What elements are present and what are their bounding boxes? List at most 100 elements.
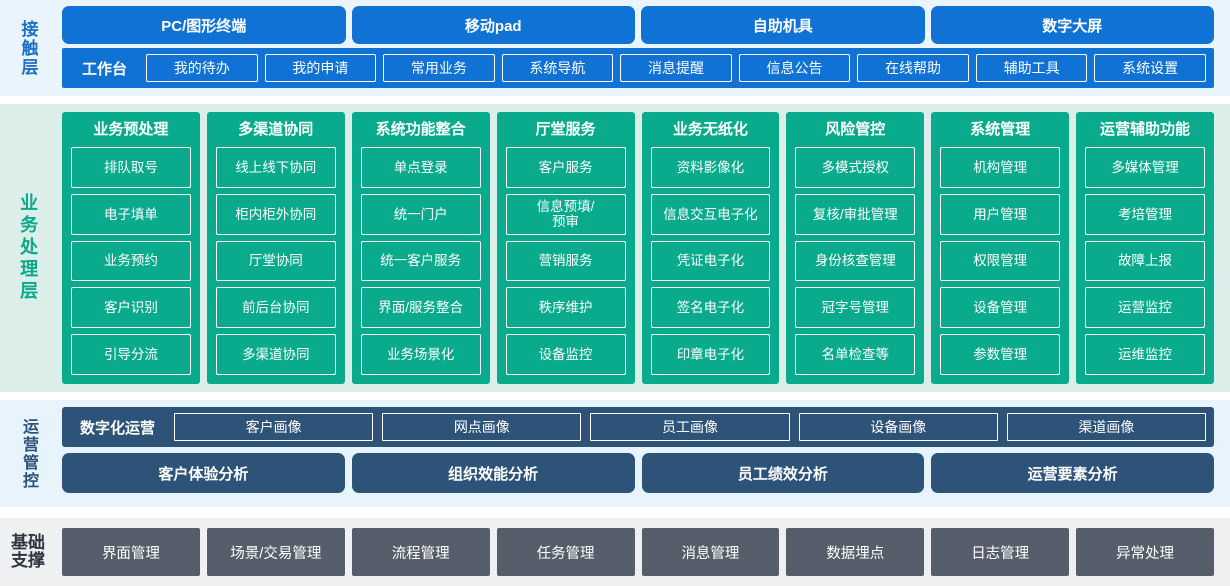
analysis-chip-organization-efficiency[interactable]: 组织效能分析: [351, 453, 635, 493]
business-item[interactable]: 柜内柜外协同: [215, 193, 336, 235]
business-item[interactable]: 签名电子化: [650, 287, 771, 329]
channel-chip-mobile-pad[interactable]: 移动pad: [351, 6, 635, 44]
portrait-chip-branch[interactable]: 网点画像: [382, 413, 582, 441]
analysis-chip-customer-experience[interactable]: 客户体验分析: [62, 453, 345, 493]
portrait-chip-customer[interactable]: 客户画像: [174, 413, 374, 441]
business-item[interactable]: 排队取号: [71, 147, 191, 188]
business-item[interactable]: 设备监控: [505, 334, 626, 375]
business-item[interactable]: 冠字号管理: [795, 287, 916, 329]
business-item[interactable]: 统一门户: [360, 193, 481, 235]
business-item[interactable]: 名单检查等: [795, 334, 916, 375]
analysis-row: 客户体验分析 组织效能分析 员工绩效分析 运营要素分析: [62, 453, 1214, 493]
workbench-item-my-todo[interactable]: 我的待办: [146, 54, 258, 82]
business-item[interactable]: 引导分流: [71, 334, 191, 375]
business-item[interactable]: 信息交互电子化: [650, 193, 771, 235]
business-item[interactable]: 统一客户服务: [360, 240, 481, 282]
business-item[interactable]: 印章电子化: [650, 334, 771, 375]
foundation-chip-process-management[interactable]: 流程管理: [351, 528, 490, 576]
business-column-paperless: 业务无纸化 资料影像化 信息交互电子化 凭证电子化 签名电子化 印章电子化: [641, 112, 780, 384]
digital-operations-title: 数字化运营: [80, 419, 156, 437]
business-item[interactable]: 运维监控: [1085, 334, 1205, 375]
business-item[interactable]: 资料影像化: [650, 147, 771, 188]
business-item[interactable]: 设备管理: [940, 287, 1061, 329]
business-item[interactable]: 运营监控: [1085, 287, 1205, 329]
business-item[interactable]: 秩序维护: [505, 287, 626, 329]
workbench-item-aux-tools[interactable]: 辅助工具: [975, 54, 1088, 82]
business-item[interactable]: 多渠道协同: [215, 334, 336, 375]
foundation-chip-scenario-transaction[interactable]: 场景/交易管理: [206, 528, 345, 576]
layer-business: 业务处理层 业务预处理 排队取号 电子填单 业务预约 客户识别 引导分流 多渠道…: [0, 104, 1230, 392]
layer-contact: 接触层 PC/图形终端 移动pad 自助机具 数字大屏 工作台 我的待办 我的申…: [0, 0, 1230, 96]
layer-business-label: 业务处理层: [18, 193, 39, 303]
foundation-chip-data-tracking[interactable]: 数据埋点: [786, 528, 925, 576]
business-item[interactable]: 机构管理: [940, 147, 1061, 188]
business-item[interactable]: 身份核查管理: [795, 240, 916, 282]
foundation-chip-exception-handling[interactable]: 异常处理: [1076, 528, 1214, 576]
channel-chip-self-service[interactable]: 自助机具: [641, 6, 925, 44]
business-item[interactable]: 考培管理: [1085, 193, 1205, 235]
workbench-item-my-application[interactable]: 我的申请: [264, 54, 377, 82]
business-item[interactable]: 参数管理: [940, 334, 1061, 375]
layer-operations: 运营管控 数字化运营 客户画像 网点画像 员工画像 设备画像 渠道画像 客户体验…: [0, 400, 1230, 507]
business-column-system-integration: 系统功能整合 单点登录 统一门户 统一客户服务 界面/服务整合 业务场景化: [351, 112, 490, 384]
workbench-item-common-business[interactable]: 常用业务: [383, 54, 495, 82]
business-item[interactable]: 凭证电子化: [650, 240, 771, 282]
business-column-title: 业务无纸化: [672, 121, 748, 138]
workbench-item-system-settings[interactable]: 系统设置: [1094, 54, 1206, 82]
business-item[interactable]: 业务预约: [71, 240, 191, 282]
business-column-lobby-service: 厅堂服务 客户服务 信息预填/ 预审 营销服务 秩序维护 设备监控: [496, 112, 635, 384]
business-item[interactable]: 用户管理: [940, 193, 1061, 235]
business-item[interactable]: 前后台协同: [215, 287, 336, 329]
business-columns: 业务预处理 排队取号 电子填单 业务预约 客户识别 引导分流 多渠道协同 线上线…: [62, 112, 1214, 384]
foundation-chip-task-management[interactable]: 任务管理: [496, 528, 635, 576]
layer-business-body: 业务预处理 排队取号 电子填单 业务预约 客户识别 引导分流 多渠道协同 线上线…: [56, 104, 1230, 392]
business-item[interactable]: 营销服务: [505, 240, 626, 282]
business-column-pre-processing: 业务预处理 排队取号 电子填单 业务预约 客户识别 引导分流: [62, 112, 200, 384]
layer-operations-label: 运营管控: [19, 417, 37, 490]
business-column-system-management: 系统管理 机构管理 用户管理 权限管理 设备管理 参数管理: [931, 112, 1070, 384]
foundation-row: 界面管理 场景/交易管理 流程管理 任务管理 消息管理 数据埋点 日志管理 异常…: [62, 528, 1214, 576]
business-item[interactable]: 信息预填/ 预审: [505, 193, 626, 235]
business-item[interactable]: 厅堂协同: [215, 240, 336, 282]
workbench-item-message-reminder[interactable]: 消息提醒: [620, 54, 732, 82]
business-item[interactable]: 界面/服务整合: [360, 287, 481, 329]
workbench-item-online-help[interactable]: 在线帮助: [857, 54, 969, 82]
business-item[interactable]: 多模式授权: [795, 147, 916, 188]
business-column-title: 系统管理: [970, 121, 1031, 138]
business-column-title: 业务预处理: [93, 121, 169, 138]
workbench-item-announcement[interactable]: 信息公告: [738, 54, 851, 82]
business-column-title: 厅堂服务: [535, 121, 596, 138]
business-column-risk-control: 风险管控 多模式授权 复核/审批管理 身份核查管理 冠字号管理 名单检查等: [786, 112, 925, 384]
business-item[interactable]: 权限管理: [940, 240, 1061, 282]
business-item[interactable]: 单点登录: [360, 147, 481, 188]
portrait-chip-device[interactable]: 设备画像: [798, 413, 998, 441]
portrait-chip-employee[interactable]: 员工画像: [590, 413, 790, 441]
business-column-multichannel: 多渠道协同 线上线下协同 柜内柜外协同 厅堂协同 前后台协同 多渠道协同: [206, 112, 345, 384]
business-item[interactable]: 故障上报: [1085, 240, 1205, 282]
business-item[interactable]: 客户服务: [505, 147, 626, 188]
workbench-row: 工作台 我的待办 我的申请 常用业务 系统导航 消息提醒 信息公告 在线帮助 辅…: [62, 48, 1214, 88]
channel-chip-digital-screen[interactable]: 数字大屏: [930, 6, 1214, 44]
business-item[interactable]: 业务场景化: [360, 334, 481, 375]
workbench-item-system-navigation[interactable]: 系统导航: [501, 54, 614, 82]
foundation-chip-message-management[interactable]: 消息管理: [641, 528, 780, 576]
channel-chip-pc[interactable]: PC/图形终端: [62, 6, 346, 44]
business-item[interactable]: 线上线下协同: [215, 147, 336, 188]
business-column-title: 风险管控: [825, 121, 886, 138]
business-item[interactable]: 电子填单: [71, 193, 191, 235]
business-column-title: 系统功能整合: [375, 121, 466, 138]
digital-operations-row: 数字化运营 客户画像 网点画像 员工画像 设备画像 渠道画像: [62, 407, 1214, 447]
business-column-title: 多渠道协同: [238, 121, 314, 138]
business-column-title: 运营辅助功能: [1100, 121, 1191, 138]
foundation-chip-log-management[interactable]: 日志管理: [931, 528, 1070, 576]
analysis-chip-employee-performance[interactable]: 员工绩效分析: [641, 453, 925, 493]
analysis-chip-operation-factors[interactable]: 运营要素分析: [931, 453, 1214, 493]
portrait-chip-channel[interactable]: 渠道画像: [1006, 413, 1207, 441]
workbench-title: 工作台: [82, 60, 128, 78]
layer-foundation: 基础 支撑 界面管理 场景/交易管理 流程管理 任务管理 消息管理 数据埋点 日…: [0, 518, 1230, 586]
business-item[interactable]: 客户识别: [71, 287, 191, 329]
business-item[interactable]: 多媒体管理: [1085, 147, 1205, 188]
business-item[interactable]: 复核/审批管理: [795, 193, 916, 235]
foundation-chip-ui-management[interactable]: 界面管理: [62, 528, 200, 576]
